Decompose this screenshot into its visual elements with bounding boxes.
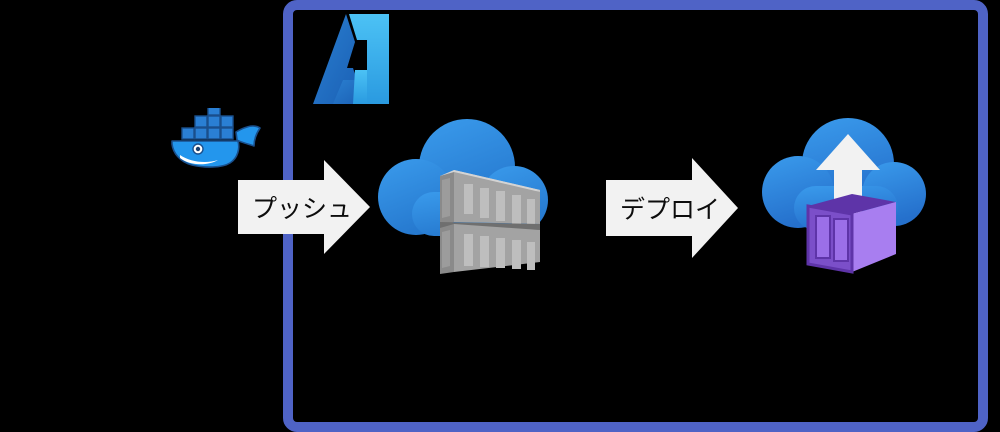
upload-arrow-icon [816,134,880,216]
azure-logo-icon [297,10,405,114]
azure-container-instance-icon [756,112,934,278]
azure-container-registry-icon [372,112,562,274]
docker-whale-icon [168,108,264,180]
deploy-arrow: デプロイ [606,158,738,258]
push-arrow: プッシュ [238,160,370,254]
diagram-canvas: プッシュ [168,0,988,432]
